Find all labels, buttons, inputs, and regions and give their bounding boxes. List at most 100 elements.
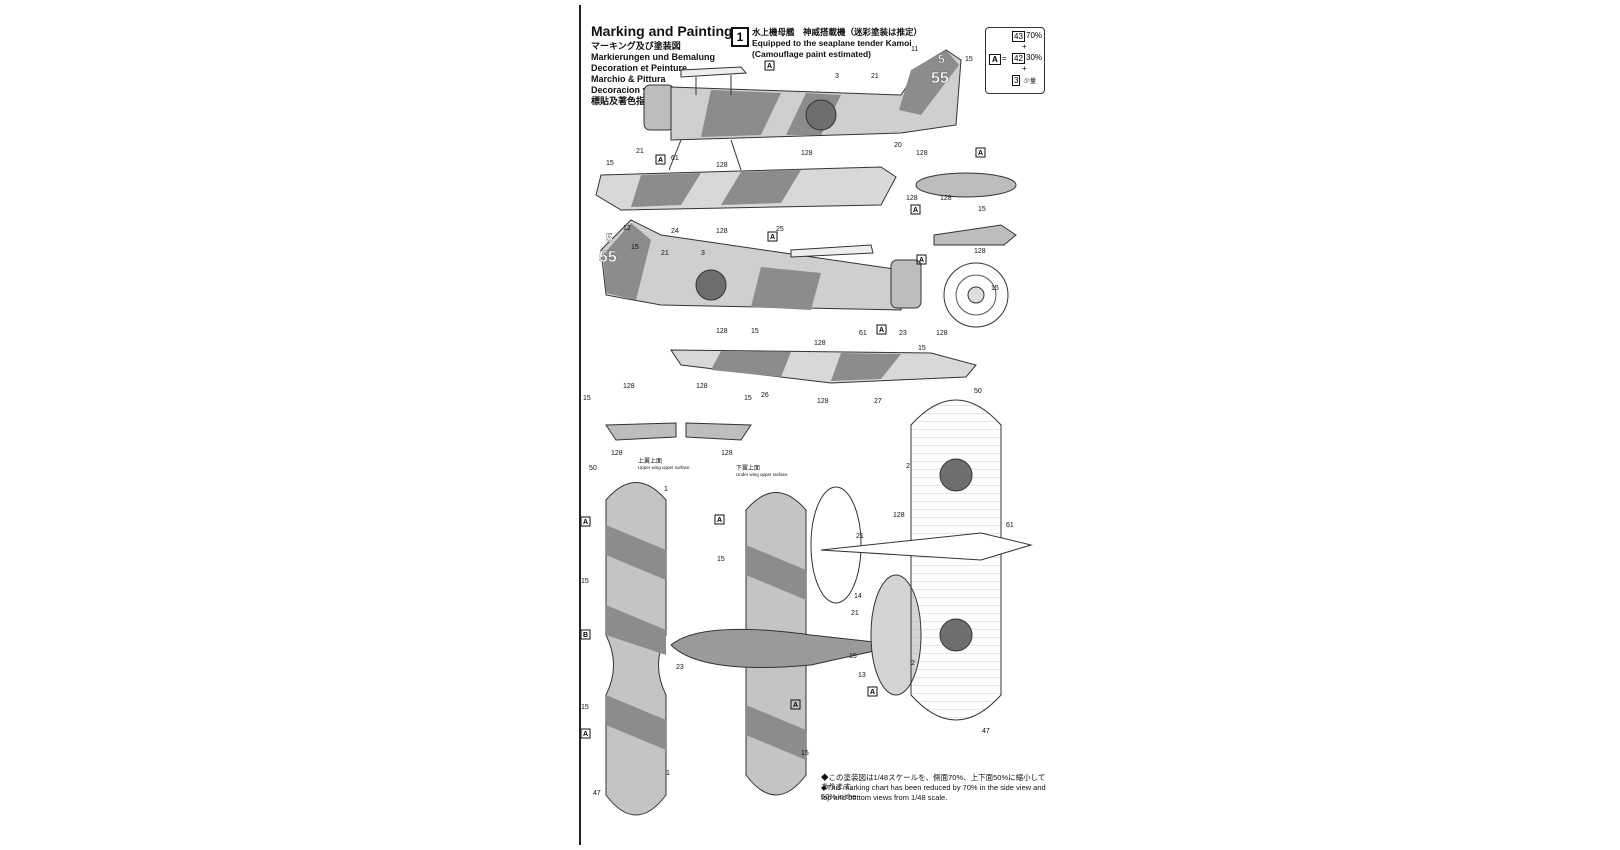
callout-14: 14 [854, 593, 862, 600]
side-view-right-facing: 55 5 [599, 219, 977, 384]
callout-128: 128 [916, 150, 928, 157]
scheme-title-jp: 水上機母艦 神威搭載機（迷彩塗装は推定） [752, 27, 923, 37]
upper-wing-edge [680, 66, 748, 78]
callout-23: 23 [676, 664, 684, 671]
callout-1: 1 [664, 486, 668, 493]
callout-128: 128 [623, 383, 635, 390]
callout-15: 15 [744, 395, 752, 402]
callout-numbers: 11 15 3 21 20 61 128 128 15 21 24 128 25… [581, 46, 1014, 797]
callout-128: 128 [936, 330, 948, 337]
callout-2: 2 [906, 463, 910, 470]
under-wing-label-en: Under wing upper surface [736, 472, 788, 477]
callout-128: 128 [814, 340, 826, 347]
callout-128: 128 [906, 195, 918, 202]
tail-code-number: 55 [931, 70, 949, 87]
aircraft-drawings: 55 5 55 5 [581, 46, 1033, 816]
wingtip-float [605, 422, 677, 441]
mix-plus-1: + [1022, 42, 1027, 51]
mix-part1-code: 43 [1012, 31, 1025, 42]
callout-15: 15 [631, 244, 639, 251]
camouflage-patch [831, 353, 901, 381]
callout-A: A [870, 689, 875, 696]
callout-15: 15 [751, 328, 759, 335]
callout-128: 128 [611, 450, 623, 457]
callout-128: 128 [696, 383, 708, 390]
callout-26: 26 [761, 392, 769, 399]
callout-15: 15 [581, 704, 589, 711]
callout-11: 11 [911, 46, 918, 53]
wingtip-float-details [605, 172, 1017, 441]
hinomaru-roundel [805, 99, 837, 131]
callout-A: A [919, 257, 924, 264]
callout-21: 21 [871, 73, 879, 80]
callout-1: 1 [666, 770, 670, 777]
camouflage-patch [603, 223, 651, 300]
camouflage-patch [751, 267, 821, 310]
callout-A: A [879, 327, 884, 334]
horizontal-tail-bottom [810, 486, 862, 604]
engine-cowling [890, 259, 922, 309]
color-letter-callouts: A A A A A A A A B A A A A [581, 60, 986, 739]
callout-23: 23 [899, 330, 907, 337]
instruction-sheet: Marking and Painting マーキング及び塗装図 Markieru… [579, 5, 1051, 845]
callout-50: 50 [589, 465, 597, 472]
scheme-title-en-1: Equipped to the seaplane tender Kamoi [752, 38, 912, 48]
callout-128: 128 [721, 450, 733, 457]
section-title: Marking and Painting [591, 23, 733, 39]
callout-2: 2 [911, 660, 915, 667]
hinomaru-roundel [939, 618, 973, 652]
mix-part3-code: 3 [1012, 75, 1021, 86]
callout-128: 128 [716, 228, 728, 235]
mix-plus-2: + [1022, 64, 1027, 73]
lower-wing-bottom-view [910, 399, 1002, 721]
callout-25: 25 [776, 226, 784, 233]
fuselage [600, 219, 902, 311]
mix-equals: = [1002, 54, 1007, 63]
hinomaru-roundel [695, 269, 727, 301]
callout-15: 15 [583, 395, 591, 402]
callout-21: 21 [851, 610, 859, 617]
tail-code-number: 55 [599, 249, 617, 266]
wingtip-float [933, 224, 1017, 246]
callout-21: 21 [856, 533, 864, 540]
callout-15: 15 [918, 345, 926, 352]
callout-50: 50 [974, 388, 982, 395]
footnote-en-1: ◆This marking chart has been reduced by … [821, 783, 1046, 801]
callout-21: 21 [636, 148, 644, 155]
fuselage-bottom-view [820, 532, 1033, 561]
subtitle-fr: Decoration et Peinture [591, 63, 688, 73]
callout-15: 15 [581, 578, 589, 585]
hinomaru-roundel [939, 458, 973, 492]
callout-24: 24 [671, 228, 679, 235]
callout-A: A [913, 207, 918, 214]
upper-wing-edge [790, 244, 874, 258]
callout-15: 15 [849, 653, 857, 660]
tail-code-top: 5 [606, 231, 613, 245]
callout-128: 128 [801, 150, 813, 157]
callout-A: A [770, 234, 775, 241]
engine-cowling [643, 84, 675, 131]
callout-21: 21 [661, 250, 669, 257]
callout-15: 15 [606, 160, 614, 167]
fuselage-top-view [670, 628, 902, 668]
callout-15: 15 [978, 206, 986, 213]
callout-A: A [978, 150, 983, 157]
subtitle-zh: 標貼及著色指示 [591, 96, 655, 106]
callout-128: 128 [893, 512, 905, 519]
mix-part2-pct: 30% [1026, 53, 1043, 62]
mix-part2-code: 42 [1012, 53, 1025, 64]
mix-letter: A [989, 54, 1001, 65]
callout-128: 128 [940, 195, 952, 202]
wingtip-float [915, 172, 1017, 198]
callout-A: A [658, 157, 663, 164]
under-wing-label-jp: 下翼上面 [736, 464, 760, 472]
callout-A: A [717, 517, 722, 524]
callout-61: 61 [859, 330, 867, 337]
color-mix-legend: A = 43 70% + 42 30% + 3 少量 [985, 27, 1045, 94]
callout-47: 47 [593, 790, 601, 797]
upper-wing-label-jp: 上翼上面 [638, 457, 662, 465]
tail-code-top: 5 [938, 52, 945, 66]
callout-12: 12 [623, 225, 631, 232]
callout-61: 61 [1006, 522, 1014, 529]
callout-15: 15 [965, 56, 973, 63]
